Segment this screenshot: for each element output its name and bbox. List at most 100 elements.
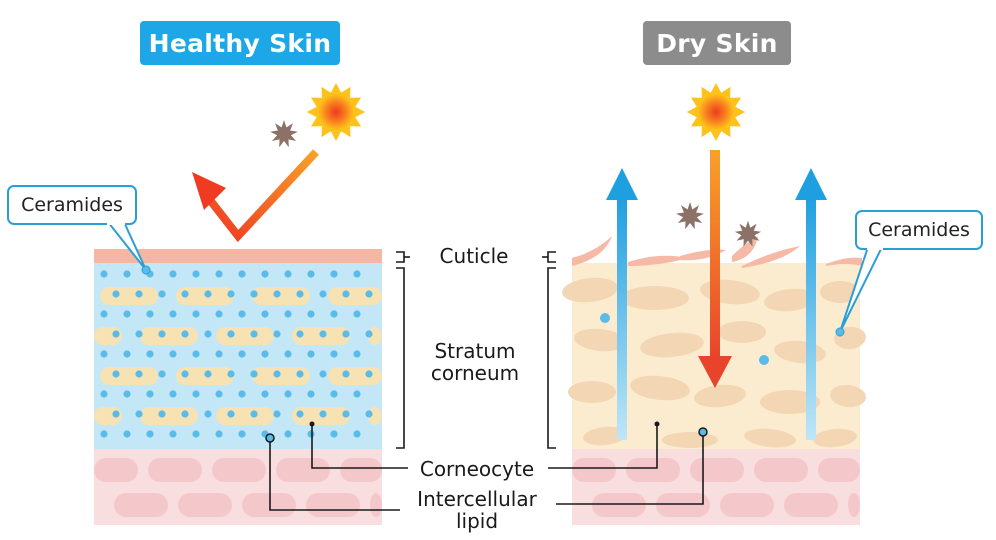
lipid-dot — [100, 310, 108, 318]
lipid-dot — [112, 370, 120, 378]
corneocyte-cell — [694, 384, 746, 408]
lipid-dot — [273, 330, 281, 338]
layer-brackets — [269, 251, 704, 511]
lipid-dot — [273, 410, 281, 418]
lipid-dot — [250, 370, 258, 378]
lipid-dot — [227, 290, 235, 298]
stratum-corneum-label-line2: corneum — [430, 361, 520, 385]
lipid-dot — [100, 270, 108, 278]
lipid-dot — [238, 430, 246, 438]
lipid-dot — [169, 350, 177, 358]
dry-skin-section — [562, 83, 983, 525]
lipid-dot — [204, 330, 212, 338]
corneocyte-cell — [621, 286, 689, 310]
intercellular-lipid-label: Intercellular lipid — [402, 488, 552, 532]
corneocyte-cell — [140, 407, 198, 425]
lipid-dot — [284, 270, 292, 278]
lipid-dot — [146, 430, 154, 438]
lipid-dot — [135, 290, 143, 298]
dermis-cell — [626, 458, 680, 482]
corneocyte-cell — [100, 287, 158, 305]
lipid-dot — [192, 430, 200, 438]
lipid-dot — [204, 410, 212, 418]
corneocyte-cell — [574, 328, 626, 352]
dermis-cell — [212, 458, 266, 482]
lipid-dot — [192, 390, 200, 398]
lipid-dot — [296, 290, 304, 298]
corneocyte-cell — [140, 327, 198, 345]
sun-icon — [687, 83, 745, 141]
corneocyte-label: Corneocyte — [419, 457, 535, 481]
lipid-dot — [342, 370, 350, 378]
corneocyte-cell — [100, 367, 158, 385]
lipid-dot — [181, 370, 189, 378]
lipid-dot — [296, 330, 304, 338]
lipid-dot — [250, 290, 258, 298]
lipid-dot — [158, 370, 166, 378]
corneocyte-cell — [718, 321, 766, 343]
dermis-cell — [848, 493, 860, 517]
lipid-dot — [238, 310, 246, 318]
lipid-dot — [169, 270, 177, 278]
dermis-cell — [572, 458, 616, 482]
lipid-dot — [342, 330, 350, 338]
lipid-dot — [112, 330, 120, 338]
dermis-cell — [276, 458, 330, 482]
lipid-dot — [307, 270, 315, 278]
lipid-dot — [123, 430, 131, 438]
lipid-dot — [135, 410, 143, 418]
lipid-dot — [261, 310, 269, 318]
ceramides-label-left: Ceramides — [21, 194, 123, 216]
dermis-cell — [178, 493, 232, 517]
lipid-dot — [353, 310, 361, 318]
corneocyte-cell — [176, 287, 234, 305]
lipid-pointer-dot — [265, 433, 275, 443]
lipid-dot — [284, 430, 292, 438]
healthy-cuticle-layer — [94, 249, 382, 263]
corneocyte-cell — [328, 367, 382, 385]
lipid-dot — [169, 430, 177, 438]
lipid-dot — [181, 290, 189, 298]
lipid-dot — [227, 330, 235, 338]
lipid-dot — [192, 350, 200, 358]
lipid-dot — [319, 410, 327, 418]
lipid-dot — [284, 390, 292, 398]
intercellular-lipid-label-line1: Intercellular — [417, 487, 537, 511]
lipid-dot — [146, 390, 154, 398]
lipid-dot — [342, 290, 350, 298]
lipid-dot — [100, 350, 108, 358]
lipid-dot — [250, 410, 258, 418]
lipid-dot — [319, 290, 327, 298]
lipid-dot — [307, 310, 315, 318]
lipid-dot — [319, 370, 327, 378]
reflected-uv-arrow — [192, 149, 319, 243]
moisture-loss-arrow-right — [795, 168, 827, 440]
penetrating-uv-arrow — [698, 150, 732, 388]
dermis-cell — [148, 458, 202, 482]
lipid-dot — [319, 330, 327, 338]
lipid-dot — [215, 270, 223, 278]
lipid-dot — [215, 310, 223, 318]
corneocyte-cell — [568, 381, 616, 403]
lipid-dot — [204, 290, 212, 298]
dermis-cell — [114, 493, 168, 517]
lipid-dot — [192, 270, 200, 278]
corneocyte-cell — [176, 367, 234, 385]
healthy-dermis-cells — [94, 458, 382, 517]
lipid-dot — [261, 350, 269, 358]
lipid-dot — [192, 310, 200, 318]
lipid-dot — [365, 330, 373, 338]
lipid-dot — [330, 310, 338, 318]
lipid-dot — [698, 427, 708, 437]
lipid-dot — [330, 270, 338, 278]
lipid-dot — [146, 310, 154, 318]
dermis-cell — [592, 493, 646, 517]
corneocyte-cell — [583, 426, 627, 446]
lipid-dot — [353, 430, 361, 438]
lipid-dot — [759, 355, 769, 365]
healthy-lipid-dots — [100, 270, 373, 438]
lipid-dot — [135, 370, 143, 378]
corneocyte-cell — [640, 332, 704, 358]
